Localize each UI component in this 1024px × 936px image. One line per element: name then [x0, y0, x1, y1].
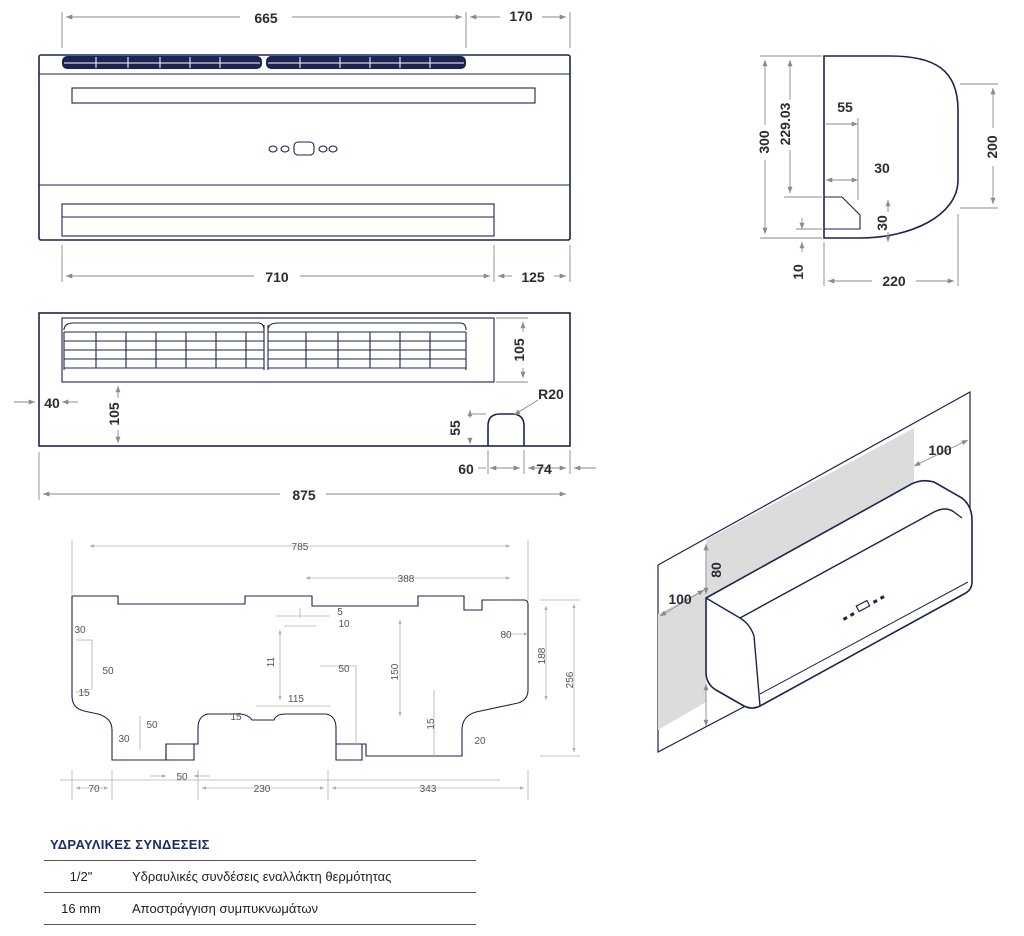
display-icon-iso — [842, 595, 885, 621]
dim-side-height: 300 — [756, 130, 772, 154]
dim-top-left-depth: 105 — [106, 402, 122, 426]
bracket-dim-0: 785 — [292, 542, 309, 553]
bracket-dim-7: 11 — [266, 656, 277, 667]
dim-side-offset: 55 — [837, 99, 853, 115]
bracket-dim-8: 50 — [338, 664, 350, 675]
dim-top-side: 170 — [509, 8, 533, 24]
dim-side-depth: 220 — [882, 273, 906, 289]
connections-row: 16 mm Αποστράγγιση συμπυκνωμάτων — [44, 893, 476, 925]
dim-top-total-width: 875 — [292, 487, 316, 503]
dim-side-inner-height: 229.03 — [777, 102, 793, 145]
dim-top-slot-width: 60 — [458, 461, 474, 477]
dim-top-slot-offset: 74 — [536, 461, 552, 477]
dim-top-grille-depth: 105 — [511, 338, 527, 362]
connection-size: 1/2" — [69, 869, 93, 884]
bracket-dim-22: 230 — [254, 784, 271, 795]
bracket-dim-23: 343 — [420, 784, 437, 795]
dim-iso-front-clearance: 80 — [708, 562, 724, 578]
dim-top-slot-height: 55 — [447, 420, 463, 436]
bracket-dim-14: 15 — [230, 712, 242, 723]
bracket-dim-15: 50 — [146, 720, 158, 731]
bracket-dim-18: 15 — [426, 718, 437, 730]
bracket-dim-5: 80 — [500, 630, 512, 641]
dim-top-left-offset: 40 — [44, 395, 60, 411]
side-view: 300 229.03 55 30 30 200 10 220 — [756, 55, 1000, 289]
bracket-dim-16: 30 — [118, 734, 130, 745]
front-view: 665 170 — [38, 8, 571, 285]
bracket-dim-4: 30 — [74, 625, 86, 636]
connections-title: ΥΔΡΑΥΛΙΚΕΣ ΣΥΝΔΕΣΕΙΣ — [44, 832, 476, 861]
dim-bottom-side: 125 — [521, 269, 545, 285]
bracket-dim-17: 50 — [176, 772, 188, 783]
dim-top-radius: R20 — [538, 386, 564, 402]
bracket-dim-3: 10 — [338, 619, 350, 630]
dim-iso-top-clearance: 100 — [928, 442, 952, 458]
dim-side-notch-width: 30 — [874, 160, 890, 176]
connections-table: ΥΔΡΑΥΛΙΚΕΣ ΣΥΝΔΕΣΕΙΣ 1/2" Υδραυλικές συν… — [44, 832, 476, 925]
dim-top-width: 665 — [254, 10, 278, 26]
connection-size: 16 mm — [61, 901, 101, 916]
bracket-dim-10: 188 — [537, 647, 548, 664]
bracket-dim-20: 70 — [88, 784, 100, 795]
bracket-dim-19: 20 — [474, 736, 486, 747]
connections-row: 1/2" Υδραυλικές συνδέσεις εναλλάκτη θερμ… — [44, 861, 476, 893]
bracket-dim-13: 15 — [78, 688, 90, 699]
dim-bottom-width: 710 — [265, 269, 289, 285]
bracket-dim-9: 150 — [390, 663, 401, 680]
dim-side-notch-height: 30 — [874, 215, 890, 231]
dim-side-upper-height: 200 — [984, 135, 1000, 159]
bracket-dim-2: 5 — [337, 607, 343, 618]
dim-side-bottom-gap: 10 — [790, 264, 806, 280]
dim-iso-side-clearance: 100 — [668, 591, 692, 607]
mounting-bracket: 785 388 5 10 30 80 50 11 50 150 188 256 … — [60, 540, 580, 800]
bracket-dim-1: 388 — [398, 574, 415, 585]
bracket-dim-6: 50 — [102, 666, 114, 677]
bracket-dim-12: 115 — [288, 694, 304, 705]
connection-description: Υδραυλικές συνδέσεις εναλλάκτη θερμότητα… — [132, 869, 392, 884]
isometric-view: 100 100 80 — [657, 390, 973, 753]
connection-description: Αποστράγγιση συμπυκνωμάτων — [132, 901, 318, 916]
bracket-dim-11: 256 — [565, 671, 576, 688]
display-icon — [268, 141, 338, 156]
top-view: 105 40 105 R20 55 60 74 875 — [14, 312, 596, 503]
